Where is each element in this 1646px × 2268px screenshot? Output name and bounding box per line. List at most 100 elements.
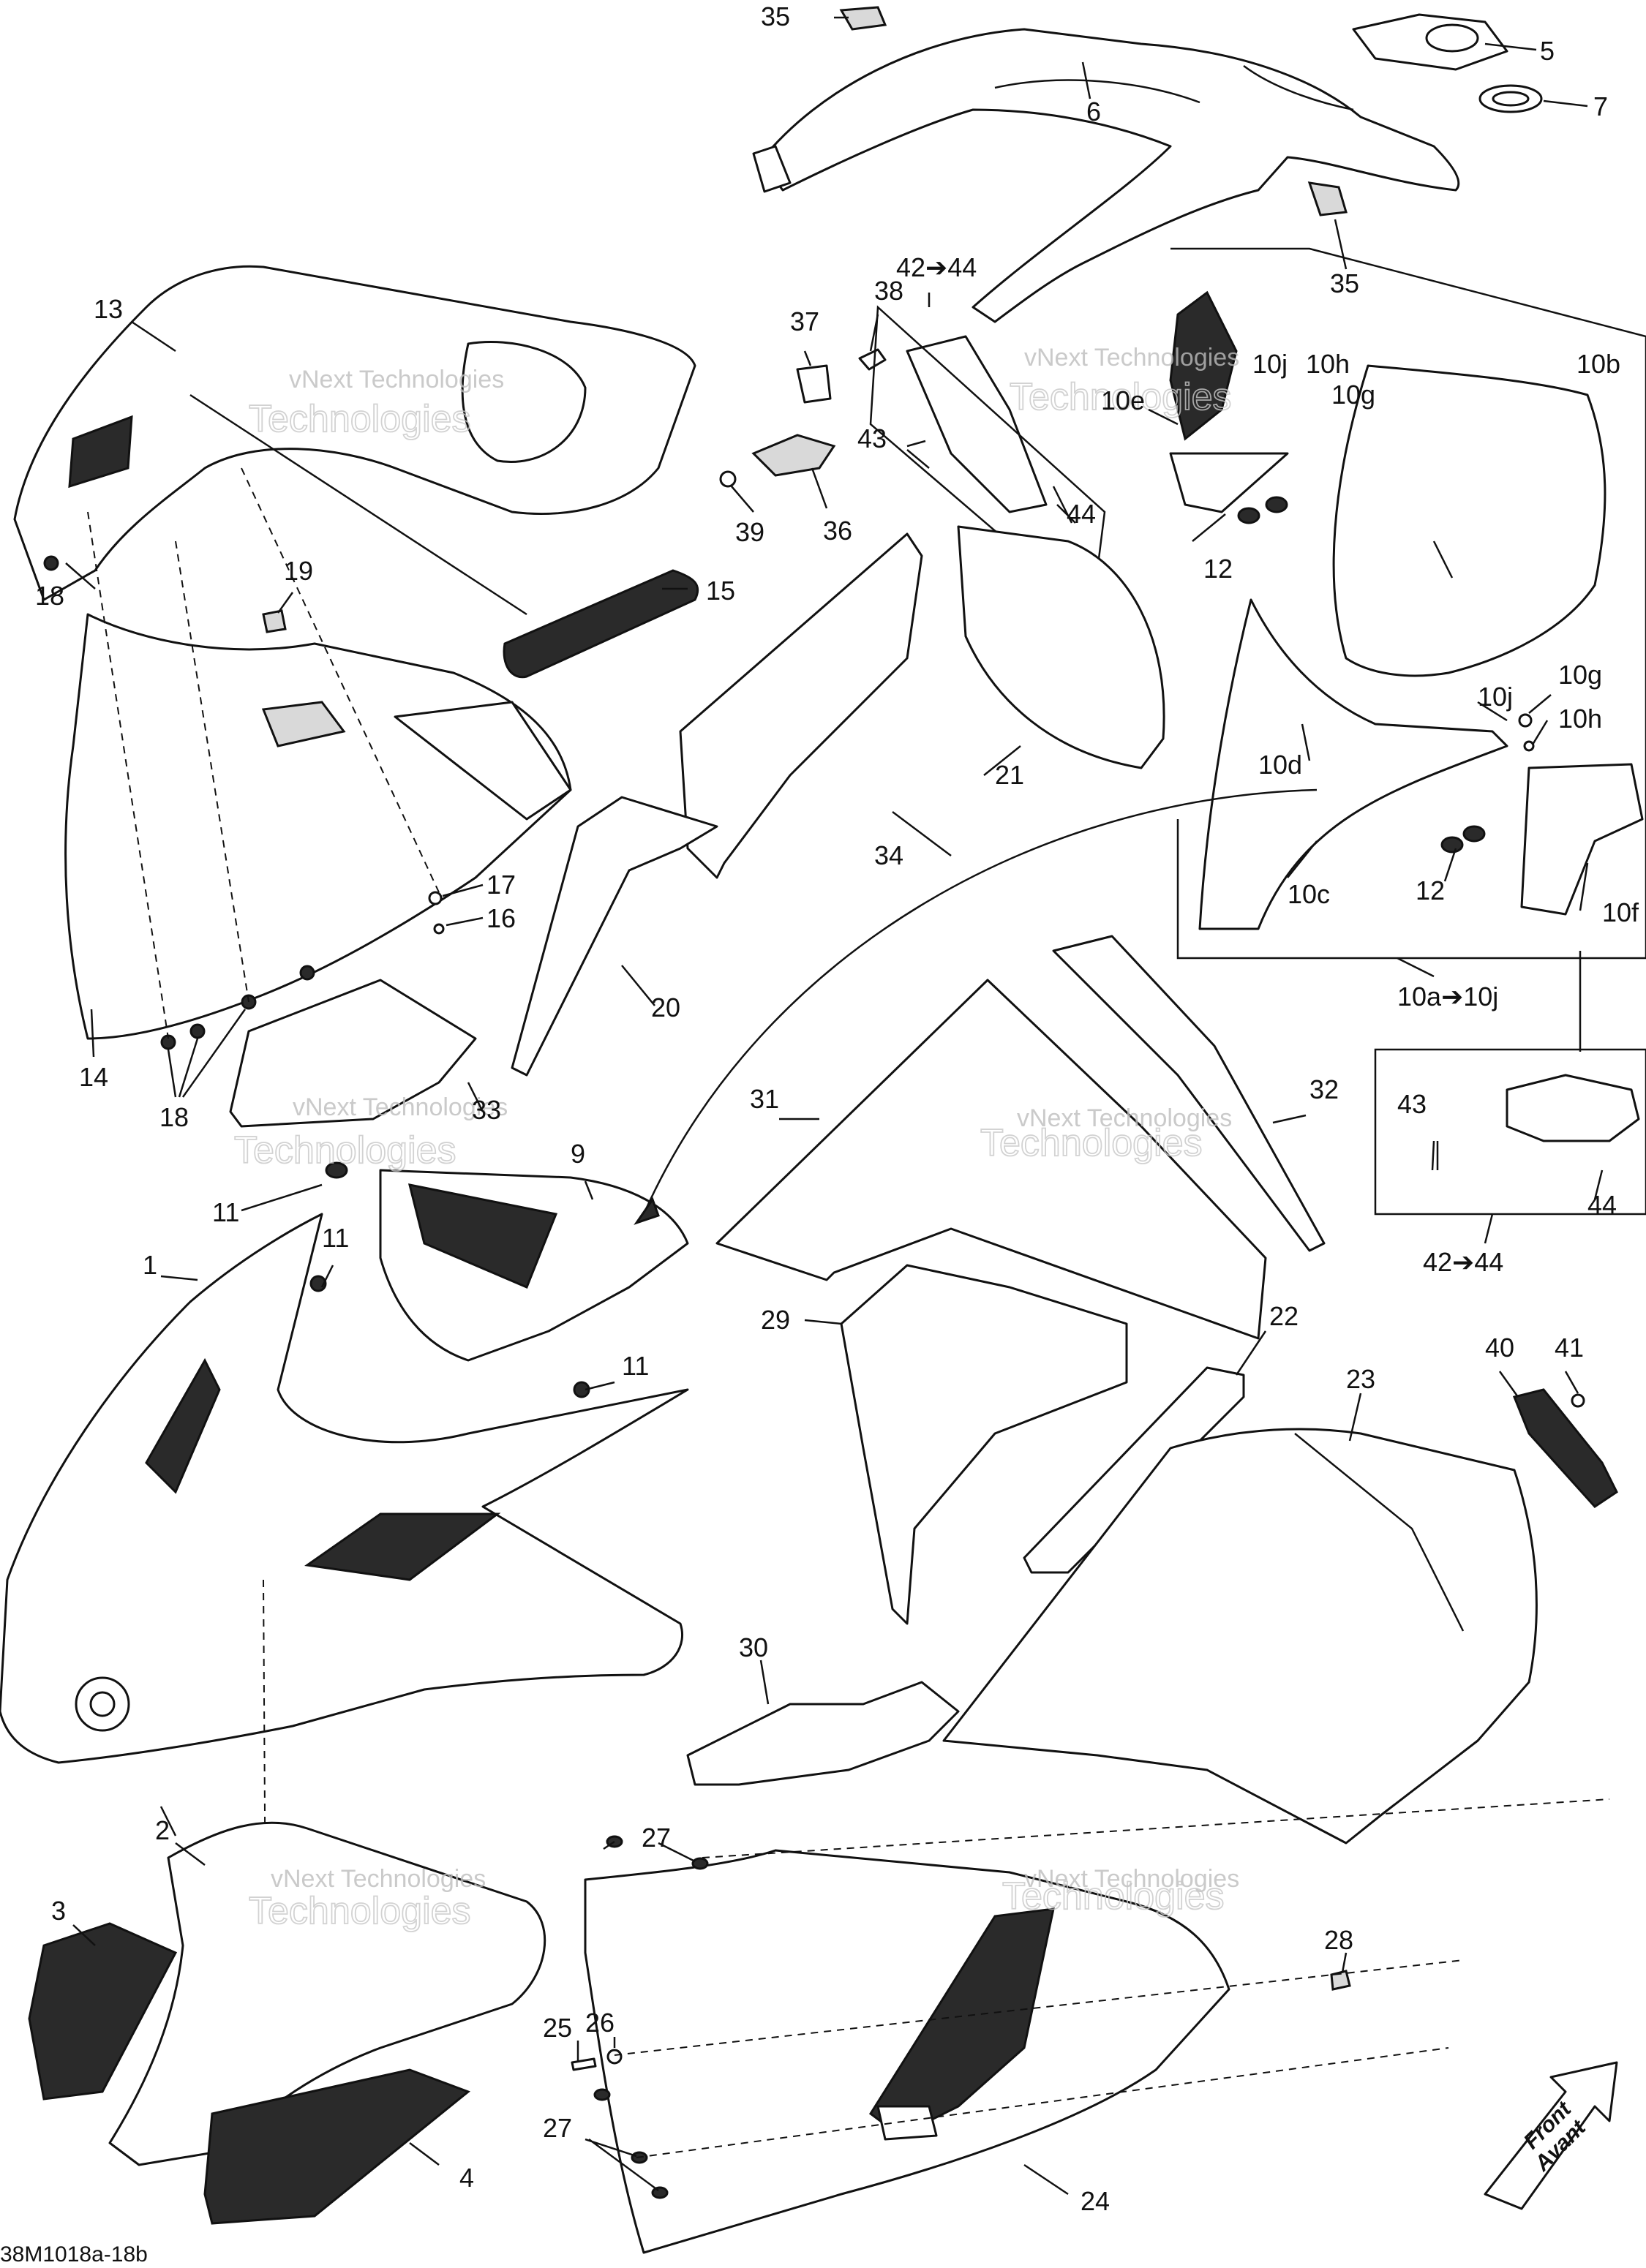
- callout-1: 1: [143, 1250, 157, 1280]
- callout-6: 6: [1086, 97, 1101, 127]
- callout-12-top: 12: [1203, 554, 1233, 584]
- part-34-pad: [679, 532, 923, 879]
- part-42-mirror-detail: [1506, 1074, 1640, 1142]
- part-16-17-fastener: [428, 891, 445, 935]
- callout-27-top: 27: [642, 1823, 671, 1853]
- watermark-text: vNext Technologies: [293, 1093, 508, 1121]
- callout-10g-top: 10g: [1331, 380, 1375, 410]
- callout-33: 33: [472, 1095, 501, 1125]
- part-25-bolt: [571, 2057, 597, 2071]
- callout-34: 34: [874, 840, 903, 870]
- watermarks: vNext Technologies Technologies vNext Te…: [233, 344, 1239, 1933]
- part-32-pad: [1052, 935, 1326, 1252]
- callout-17: 17: [486, 870, 516, 900]
- callout-16: 16: [486, 903, 516, 933]
- part-33-pad: [229, 979, 477, 1128]
- part-1-front-hood: [0, 1213, 689, 1764]
- part-39-nut: [719, 470, 737, 488]
- front-direction-arrow: Front Avant: [1484, 2061, 1618, 2210]
- part-26-washer: [606, 2049, 623, 2065]
- callout-14: 14: [79, 1062, 108, 1092]
- part-28-clip: [1330, 1970, 1351, 1991]
- watermark-text: vNext Technologies: [1024, 1865, 1239, 1893]
- callout-41: 41: [1555, 1333, 1584, 1363]
- watermark-text: Technologies: [1002, 1875, 1225, 1918]
- part-24-belly-pan: [584, 1849, 1230, 2254]
- part-12-grommets-a: [1237, 496, 1288, 524]
- part-9-headlight-housing: [379, 1169, 689, 1362]
- watermark-text: vNext Technologies: [271, 1865, 486, 1893]
- watermark-text: vNext Technologies: [1024, 344, 1239, 372]
- watermark-text: vNext Technologies: [289, 366, 504, 393]
- part-13-upper-panel: [13, 265, 696, 601]
- callout-38: 38: [874, 276, 903, 306]
- callout-15: 15: [706, 576, 735, 606]
- part-36-mount: [751, 434, 836, 477]
- part-10e-bracket: [1169, 290, 1289, 513]
- part-23-side-panel: [942, 1428, 1538, 1845]
- callout-28: 28: [1324, 1925, 1353, 1955]
- callout-23: 23: [1346, 1364, 1375, 1394]
- callout-10f: 10f: [1602, 897, 1639, 927]
- callout-42-44-top: 42➔44: [896, 252, 977, 282]
- part-3-left-grille: [28, 1922, 178, 2101]
- callout-10b: 10b: [1577, 349, 1620, 379]
- callout-2: 2: [155, 1815, 170, 1845]
- part-21-pad: [957, 525, 1165, 769]
- callout-35-right: 35: [1330, 268, 1359, 298]
- callout-26: 26: [585, 2008, 615, 2038]
- callout-10e: 10e: [1101, 385, 1145, 415]
- part-5-plate: [1352, 13, 1508, 71]
- callout-42-44-bottom: 42➔44: [1423, 1247, 1503, 1277]
- watermark-text: Technologies: [980, 1122, 1203, 1164]
- part-37-bracket: [796, 364, 832, 404]
- part-12-grommets-b: [1440, 825, 1486, 854]
- callout-43-right: 43: [1397, 1089, 1427, 1119]
- callout-9: 9: [571, 1139, 585, 1169]
- part-18-rivets: [43, 555, 315, 1050]
- callout-27-bottom: 27: [543, 2113, 572, 2143]
- callout-10d: 10d: [1258, 750, 1302, 780]
- watermark-text: Technologies: [249, 1890, 471, 1932]
- part-10c-10d-windshield-frame: [1198, 598, 1508, 930]
- watermark-text: Technologies: [234, 1129, 456, 1172]
- callout-35-top: 35: [761, 1, 790, 31]
- callout-24: 24: [1081, 2186, 1110, 2216]
- part-10f-mirror-cap: [1520, 763, 1644, 916]
- callout-18-bottom: 18: [159, 1102, 189, 1132]
- part-30-pad: [686, 1681, 960, 1786]
- callout-30: 30: [739, 1632, 768, 1662]
- callout-32: 32: [1309, 1074, 1339, 1104]
- part-22-pad: [1023, 1366, 1245, 1574]
- callout-10a-10j: 10a➔10j: [1397, 982, 1498, 1011]
- callout-3: 3: [51, 1896, 66, 1926]
- callout-10h-bottom: 10h: [1558, 704, 1602, 734]
- part-10b-windshield: [1332, 364, 1606, 677]
- callout-39: 39: [735, 517, 764, 547]
- callout-10c: 10c: [1288, 879, 1330, 909]
- part-2-lower-front-panel: [108, 1821, 546, 2166]
- callout-labels: 35 5 7 6 35 13 18 15 19 17 16 14 18 37 3…: [35, 1, 1639, 2216]
- callout-11-mid: 11: [322, 1223, 349, 1253]
- callout-7: 7: [1593, 91, 1608, 121]
- part-6-upper-console: [752, 28, 1460, 323]
- callout-19: 19: [284, 556, 313, 586]
- callout-4: 4: [459, 2163, 474, 2193]
- callout-25: 25: [543, 2013, 572, 2043]
- part-41-washer: [1571, 1393, 1585, 1408]
- callout-11-right: 11: [622, 1351, 649, 1381]
- part-4-right-grille: [203, 2068, 470, 2225]
- callout-10g-bottom: 10g: [1558, 660, 1602, 690]
- callout-22: 22: [1269, 1301, 1299, 1331]
- part-31-pad: [715, 979, 1267, 1340]
- callout-37: 37: [790, 306, 819, 336]
- part-35-clip-top: [839, 6, 887, 31]
- diagram-reference: 38M1018a-18b: [0, 2242, 148, 2267]
- part-29-pad: [840, 1264, 1128, 1625]
- part-20-pad: [511, 796, 718, 1077]
- part-42-mirror-bracket: [906, 335, 1048, 513]
- part-7-ring: [1478, 84, 1543, 113]
- callout-11-left: 11: [212, 1197, 239, 1227]
- callout-21: 21: [995, 760, 1024, 790]
